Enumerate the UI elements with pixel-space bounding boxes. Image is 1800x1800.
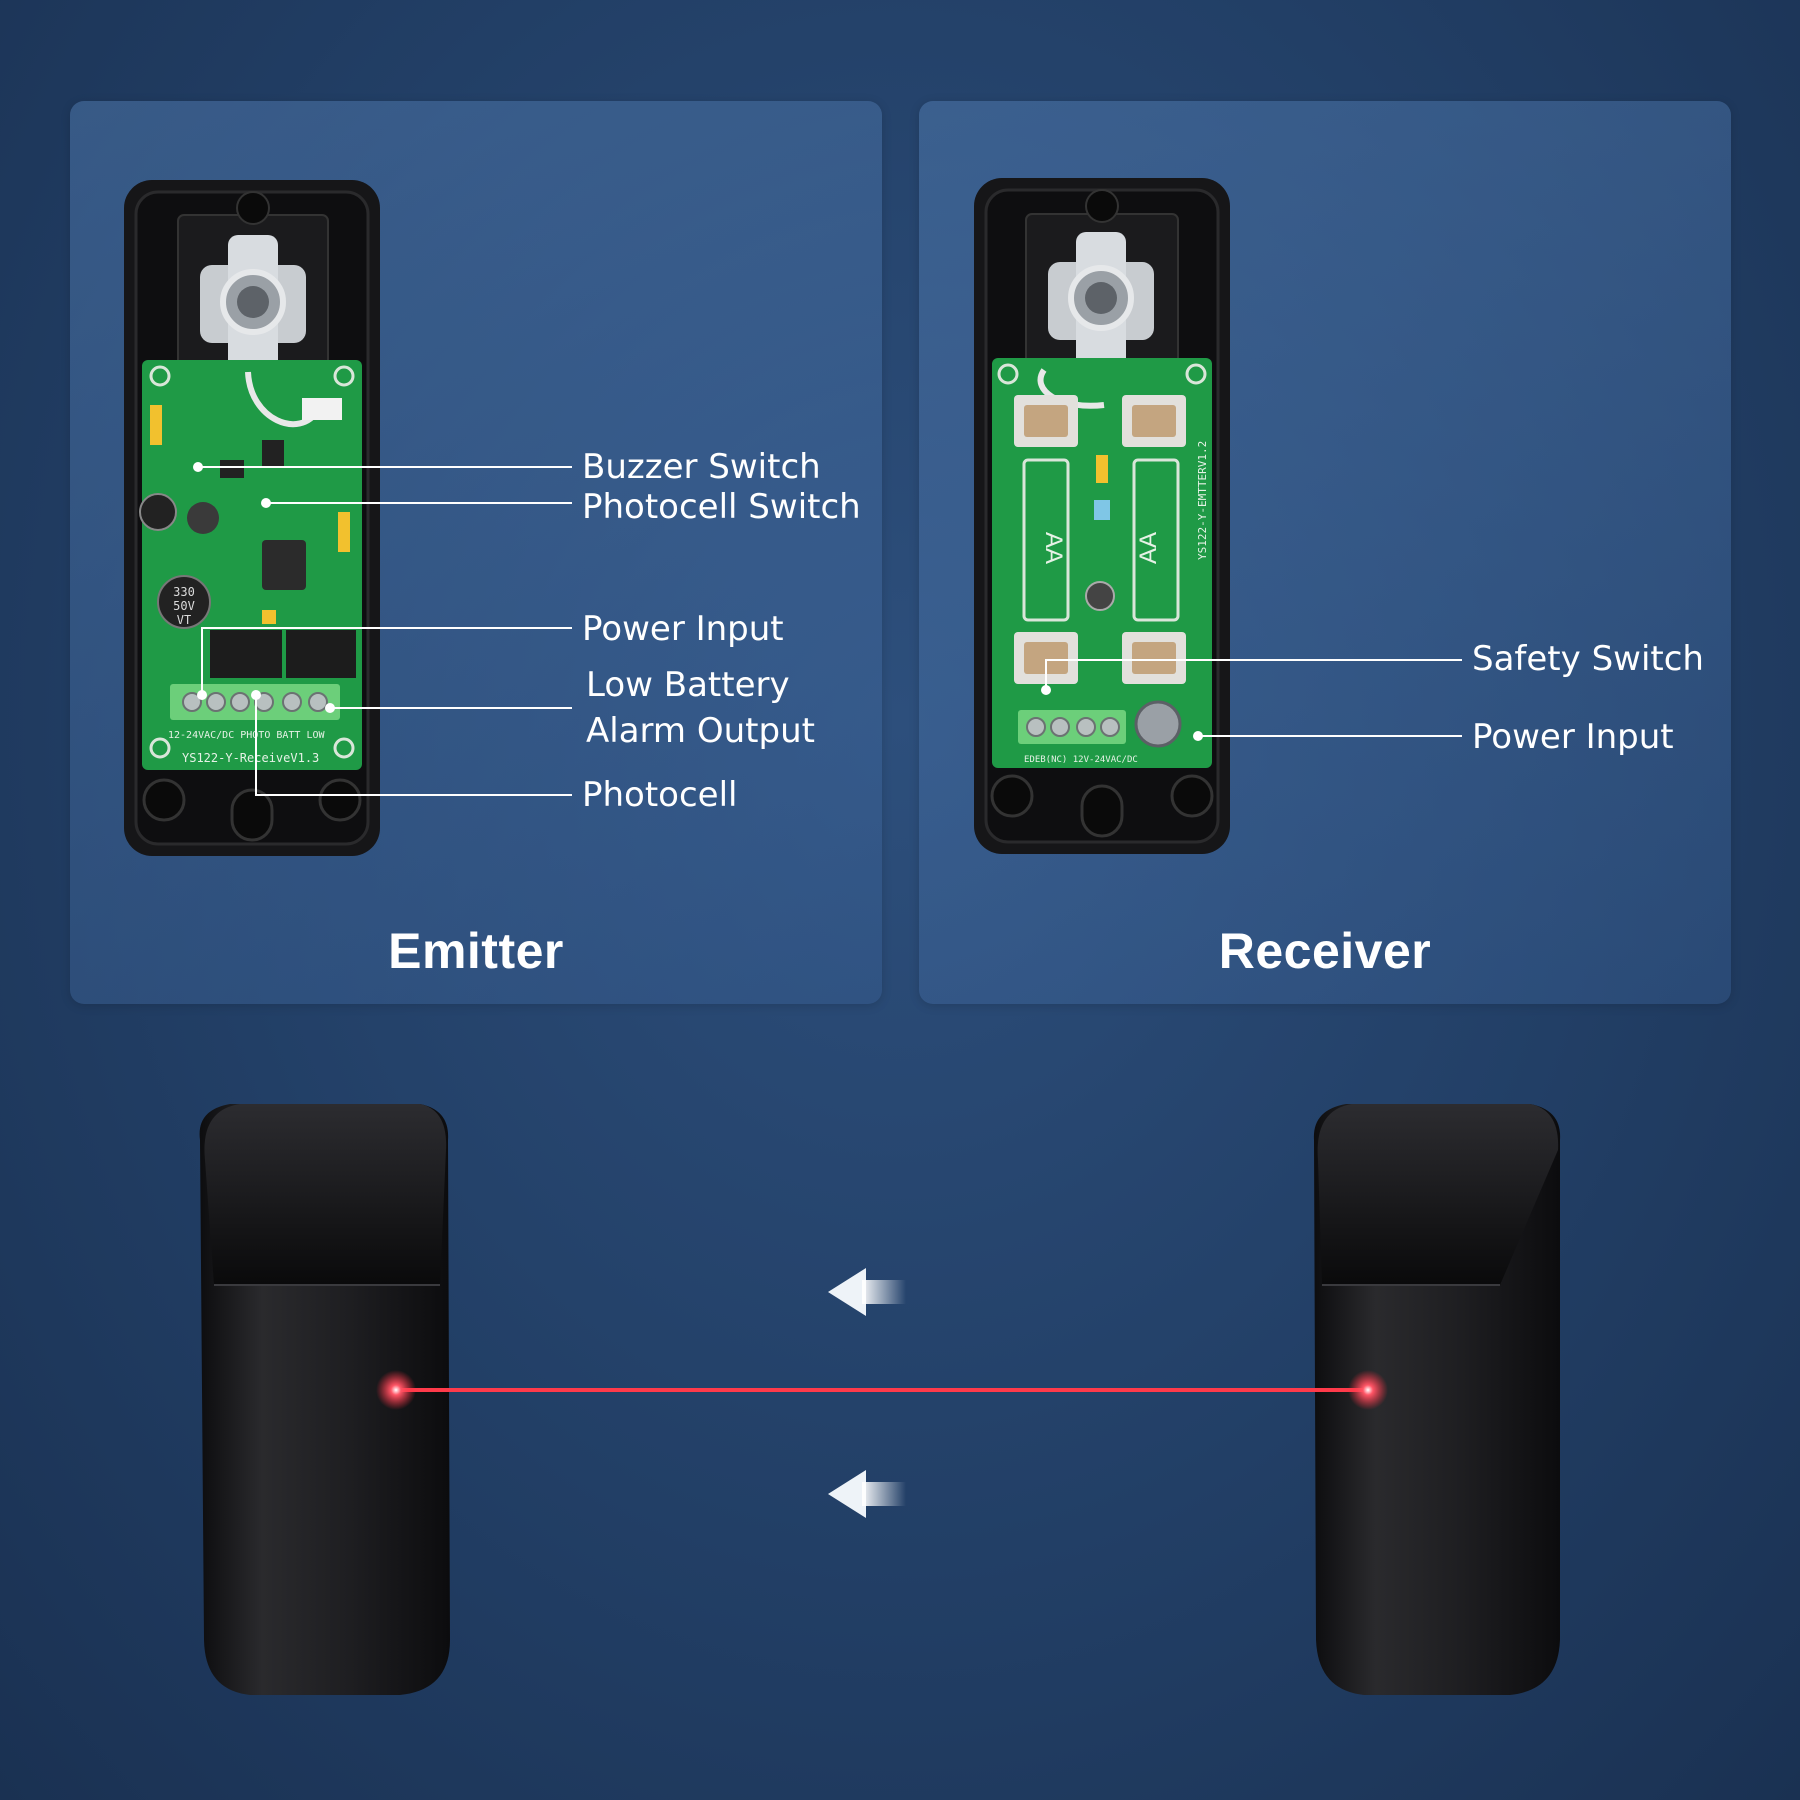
battery-label-left: AA: [1040, 532, 1067, 564]
emitter-led: [376, 1370, 416, 1410]
battery-slot-left: [1022, 458, 1070, 622]
emitter-sensor: [199, 1104, 450, 1695]
label-low-battery: Low Battery: [586, 665, 790, 705]
label-alarm-output: Alarm Output: [586, 711, 815, 751]
label-photocell: Photocell: [582, 775, 738, 815]
capacitor-label: 330: [173, 585, 195, 599]
receiver-terminal-label: EDEB(NC) 12V-24VAC/DC: [1024, 755, 1138, 765]
emitter-model-label: YS122-Y-ReceiveV1.3: [182, 751, 319, 765]
direction-arrow-upper: [828, 1268, 906, 1316]
label-receiver-power-input: Power Input: [1472, 717, 1674, 757]
battery-slot-right: [1132, 458, 1180, 622]
svg-text:50V: 50V: [173, 599, 195, 613]
label-buzzer-switch: Buzzer Switch: [582, 447, 821, 487]
battery-label-right: AA: [1135, 532, 1162, 564]
receiver-model-label: YS122-Y-EMTTERV1.2: [1196, 441, 1209, 560]
label-photocell-switch: Photocell Switch: [582, 487, 861, 527]
receiver-led: [1348, 1370, 1388, 1410]
svg-text:VT: VT: [177, 613, 191, 627]
receiver-title: Receiver: [1218, 923, 1432, 979]
direction-arrow-lower: [828, 1470, 906, 1518]
emitter-title: Emitter: [388, 923, 564, 979]
label-emitter-power-input: Power Input: [582, 609, 784, 649]
receiver-sensor: [1313, 1104, 1561, 1695]
receiver-terminal-block: [1018, 710, 1126, 744]
emitter-terminal-label: 12-24VAC/DC PHOTO BATT LOW: [168, 730, 326, 741]
label-safety-switch: Safety Switch: [1472, 639, 1704, 679]
